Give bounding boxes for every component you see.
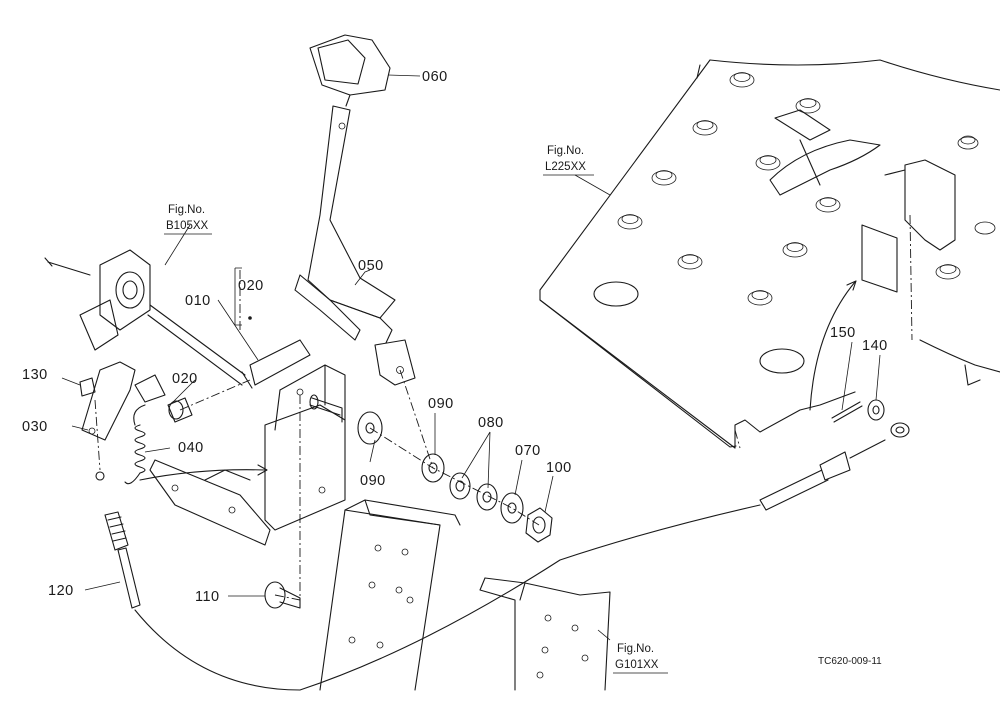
washers	[357, 399, 885, 543]
callout-080: 080	[478, 415, 504, 431]
figure-ref-l225: Fig.No. L225XX	[543, 145, 594, 176]
callout-130: 130	[22, 367, 48, 383]
callout-090-upper: 090	[428, 396, 454, 412]
callout-140: 140	[862, 338, 888, 354]
bolt-110	[264, 581, 301, 609]
callout-110: 110	[195, 589, 220, 605]
frame-rail	[319, 499, 611, 691]
callout-120: 120	[48, 583, 74, 599]
figure-ref-b105: Fig.No. B105XX	[164, 204, 212, 235]
figure-ref-b105-line1: Fig.No.	[168, 204, 205, 216]
assembly-lines	[139, 267, 857, 605]
figure-ref-g101-line2: G101XX	[615, 659, 659, 671]
figure-ref-g101-line1: Fig.No.	[617, 643, 654, 655]
callout-100: 100	[546, 460, 572, 476]
spring-040	[124, 404, 146, 485]
figure-ref-l225-line1: Fig.No.	[547, 145, 584, 157]
callout-040: 040	[178, 440, 204, 456]
drawing-code: TC620-009-11	[818, 656, 882, 667]
callout-090-lower: 090	[360, 473, 386, 489]
figure-ref-g101: Fig.No. G101XX	[613, 643, 668, 674]
leader-lines	[61, 74, 881, 641]
switch-assembly	[44, 249, 246, 386]
callout-030: 030	[22, 419, 48, 435]
knob-060	[309, 34, 391, 107]
figure-ref-b105-line2: B105XX	[166, 220, 209, 232]
callout-060: 060	[422, 69, 448, 85]
callout-070: 070	[515, 443, 541, 459]
figure-ref-l225-line2: L225XX	[545, 161, 586, 173]
cable-120	[104, 422, 910, 691]
callout-150: 150	[830, 325, 856, 341]
lever-050	[241, 105, 416, 389]
switch-bracket-030	[79, 361, 166, 481]
callout-labels: 060 050 010 020 020 130 030 040 120 110 …	[22, 69, 888, 605]
floor-panel	[539, 59, 1000, 449]
callout-020-collar: 020	[172, 371, 198, 387]
callout-010: 010	[185, 293, 211, 309]
bracket-plate-010	[149, 364, 346, 546]
callout-020-bracket: 020	[238, 278, 264, 294]
callout-050: 050	[358, 258, 384, 274]
